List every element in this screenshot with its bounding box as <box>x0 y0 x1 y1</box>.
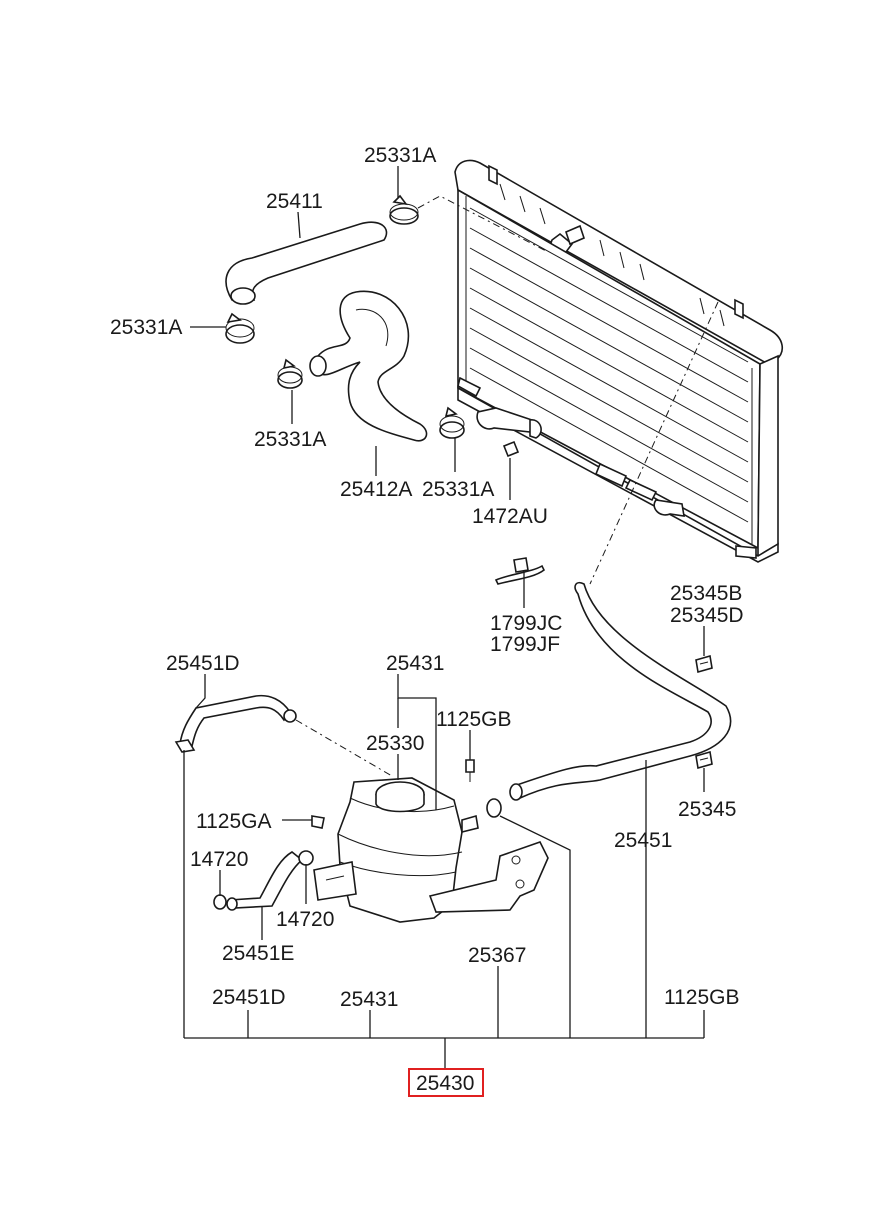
label-cap[interactable]: 25330 <box>366 732 424 755</box>
label-clip-b[interactable]: 25345B <box>670 582 742 605</box>
screw-1125ga[interactable] <box>311 815 325 829</box>
label-upper-hose[interactable]: 25411 <box>266 190 323 213</box>
hose-25451d[interactable] <box>174 694 297 753</box>
label-clip-plain[interactable]: 25345 <box>678 798 736 821</box>
label-clip-radiator[interactable]: 1799JC <box>490 612 562 635</box>
label-reservoir-bottom[interactable]: 25431 <box>340 988 398 1011</box>
assembly-tree <box>183 750 705 1070</box>
label-lower-hose[interactable]: 25412A <box>340 478 412 501</box>
lower-hose[interactable] <box>309 290 428 442</box>
grommet[interactable] <box>486 798 502 818</box>
clip-25345b[interactable] <box>695 654 713 674</box>
clamp-14720-b[interactable] <box>298 850 314 866</box>
radiator <box>454 159 783 563</box>
label-clamp-lower[interactable]: 25331A <box>422 478 494 501</box>
clip-25345[interactable] <box>695 750 713 770</box>
label-clamp-left[interactable]: 25331A <box>110 316 182 339</box>
clamp-top[interactable] <box>389 194 419 225</box>
clamp-14720-a[interactable] <box>213 894 227 910</box>
assembly-highlight-box <box>408 1068 484 1097</box>
dashed-centerlines <box>295 195 719 777</box>
clip-1799jc[interactable] <box>494 557 546 585</box>
label-clamp-top[interactable]: 25331A <box>364 144 436 167</box>
bolt-1472au[interactable] <box>502 440 520 458</box>
clamp-lower[interactable] <box>439 406 465 439</box>
label-clip-radiator-alt[interactable]: 1799JF <box>490 633 560 656</box>
overflow-hose[interactable] <box>509 581 732 801</box>
label-clamp-14720-b[interactable]: 14720 <box>276 908 334 931</box>
bolt-1125gb[interactable] <box>465 759 475 782</box>
label-overflow-hose[interactable]: 25451 <box>614 829 672 852</box>
bracket-25367[interactable] <box>428 841 549 913</box>
label-screw-ga[interactable]: 1125GA <box>196 810 272 833</box>
label-clamp-14720-a[interactable]: 14720 <box>190 848 248 871</box>
label-bracket[interactable]: 25367 <box>468 944 526 967</box>
label-bolt-radiator[interactable]: 1472AU <box>472 505 548 528</box>
label-bolt-gb-bottom[interactable]: 1125GB <box>664 986 740 1009</box>
label-clamp-mid[interactable]: 25331A <box>254 428 326 451</box>
label-reservoir-top[interactable]: 25431 <box>386 652 444 675</box>
label-assembly[interactable]: 25430 <box>416 1072 474 1095</box>
clamp-left[interactable] <box>225 312 255 344</box>
leader-lines <box>190 166 705 940</box>
label-clip-d[interactable]: 25345D <box>670 604 744 627</box>
upper-hose[interactable] <box>225 221 388 305</box>
clamp-mid[interactable] <box>277 358 303 389</box>
label-bolt-gb-top[interactable]: 1125GB <box>436 708 512 731</box>
callout-labels: 25331A 25411 25331A 25331A 25412A 25331A… <box>110 144 744 1095</box>
label-hose-e[interactable]: 25451E <box>222 942 294 965</box>
label-hose-d-top[interactable]: 25451D <box>166 652 240 675</box>
label-hose-d-bottom[interactable]: 25451D <box>212 986 286 1009</box>
reservoir-tank[interactable] <box>313 777 479 923</box>
